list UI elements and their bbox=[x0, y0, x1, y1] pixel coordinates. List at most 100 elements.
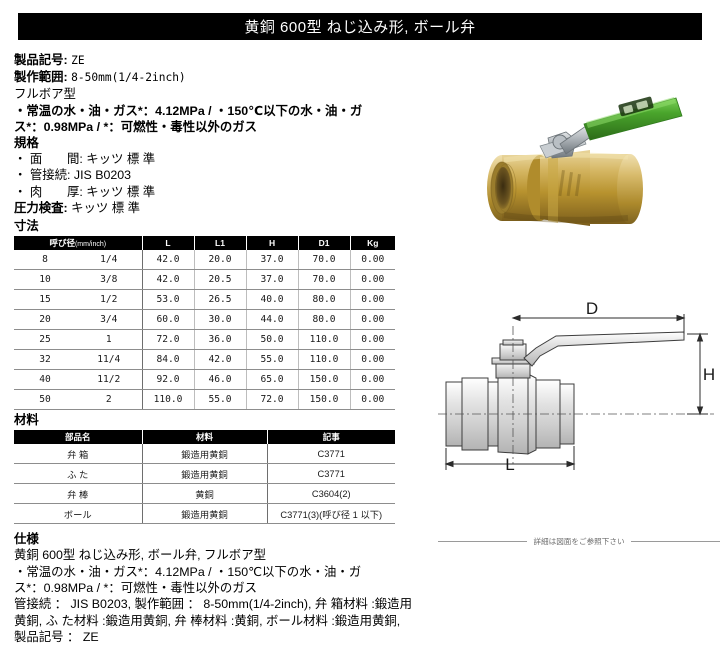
cell-l1: 20.5 bbox=[194, 269, 247, 291]
cell-l: 72.0 bbox=[142, 329, 195, 351]
cell-nominal-inch: 1 bbox=[76, 329, 143, 351]
cell-kg: 0.00 bbox=[350, 289, 396, 311]
cell-l1: 26.5 bbox=[194, 289, 247, 311]
production-range-value: 8-50mm(1/4-2inch) bbox=[71, 71, 186, 85]
cell-h: 37.0 bbox=[246, 250, 299, 271]
cell-d1: 150.0 bbox=[298, 389, 351, 411]
cell-d1: 150.0 bbox=[298, 369, 351, 391]
cell-part-name: 弁 棒 bbox=[14, 483, 143, 505]
cell-d1: 70.0 bbox=[298, 250, 351, 271]
cell-d1: 70.0 bbox=[298, 269, 351, 291]
col-header-remarks: 記事 bbox=[266, 430, 395, 445]
cell-kg: 0.00 bbox=[350, 329, 396, 351]
cell-nominal-inch: 1/4 bbox=[76, 250, 143, 271]
standards-item-face-to-face: ・ 面 間: キッツ 標 準 bbox=[14, 152, 156, 167]
cell-nominal-mm: 10 bbox=[14, 269, 76, 291]
cell-remarks: C3604(2) bbox=[267, 483, 395, 505]
dimensions-title: 寸法 bbox=[14, 219, 39, 234]
cell-kg: 0.00 bbox=[350, 269, 396, 291]
cell-nominal-mm: 8 bbox=[14, 250, 76, 271]
cell-nominal-mm: 32 bbox=[14, 349, 76, 371]
cell-l: 60.0 bbox=[142, 309, 195, 331]
specification-line: 管接続 ： JIS B0203, 製作範囲 ： 8-50mm(1/4-2inch… bbox=[14, 597, 412, 612]
specification-line: 黄銅 600型 ねじ込み形, ボール弁, フルボア型 bbox=[14, 548, 266, 563]
cell-h: 50.0 bbox=[246, 329, 299, 351]
cell-material: 鍛造用黄銅 bbox=[142, 444, 268, 465]
left-column: 製品記号: ZE 製作範囲: 8-50mm(1/4-2inch) フルボア型 ・… bbox=[14, 52, 414, 525]
cell-material: 鍛造用黄銅 bbox=[142, 503, 268, 525]
cell-material: 黄銅 bbox=[142, 483, 268, 505]
cell-nominal-mm: 15 bbox=[14, 289, 76, 311]
cell-part-name: 弁 箱 bbox=[14, 444, 143, 465]
col-header-h: H bbox=[245, 236, 299, 251]
pressure-test-label: 圧力検査: bbox=[14, 200, 68, 215]
col-header-l: L bbox=[141, 236, 195, 251]
specification-block: 仕様 黄銅 600型 ねじ込み形, ボール弁, フルボア型・常温の水・油・ガス*… bbox=[14, 531, 484, 646]
product-photo bbox=[440, 60, 715, 240]
cell-l: 42.0 bbox=[142, 269, 195, 291]
product-code-value: ZE bbox=[71, 54, 85, 67]
cell-nominal-mm: 40 bbox=[14, 369, 76, 391]
dimension-label-h: H bbox=[703, 365, 715, 384]
col-header-nominal: 呼び径(mm/inch) bbox=[14, 236, 143, 251]
cell-nominal-inch: 3/4 bbox=[76, 309, 143, 331]
page-title-bar: 黄銅 600型 ねじ込み形, ボール弁 bbox=[18, 13, 702, 40]
pressure-line-2: ス*：0.98MPa / *：可燃性・毒性以外のガス bbox=[14, 119, 258, 134]
standards-item-pipe-connection: ・ 管接続: JIS B0203 bbox=[14, 168, 132, 183]
cell-nominal-mm: 50 bbox=[14, 389, 76, 411]
cell-nominal-inch: 11/2 bbox=[76, 369, 143, 391]
materials-header-row: 部品名 材料 記事 bbox=[14, 430, 395, 445]
col-header-d1: D1 bbox=[297, 236, 351, 251]
product-code-line: 製品記号: ZE bbox=[14, 52, 414, 69]
cell-l1: 30.0 bbox=[194, 309, 247, 331]
dimension-l bbox=[444, 446, 576, 470]
specification-line: ス*：0.98MPa / *：可燃性・毒性以外のガス bbox=[14, 581, 258, 596]
cell-nominal-inch: 1/2 bbox=[76, 289, 143, 311]
dimension-d bbox=[511, 314, 686, 334]
pressure-line-1: ・常温の水・油・ガス*：4.12MPa / ・150℃以下の水・油・ガ bbox=[14, 103, 363, 118]
cell-l1: 46.0 bbox=[194, 369, 247, 391]
col-header-l1: L1 bbox=[193, 236, 247, 251]
cell-l1: 42.0 bbox=[194, 349, 247, 371]
cell-material: 鍛造用黄銅 bbox=[142, 463, 268, 485]
cell-nominal-inch: 11/4 bbox=[76, 349, 143, 371]
cell-h: 40.0 bbox=[246, 289, 299, 311]
cell-l1: 36.0 bbox=[194, 329, 247, 351]
cell-h: 37.0 bbox=[246, 269, 299, 291]
valve-handle-photo bbox=[559, 96, 683, 155]
cell-l: 92.0 bbox=[142, 369, 195, 391]
drawing-note: 詳細は図面をご参照下さい bbox=[438, 536, 720, 547]
col-header-part-name: 部品名 bbox=[14, 430, 142, 445]
cell-kg: 0.00 bbox=[350, 369, 396, 391]
product-code-label: 製品記号: bbox=[14, 53, 68, 67]
cell-remarks: C3771(3)(呼び径 1 以下) bbox=[267, 503, 395, 525]
cell-l: 84.0 bbox=[142, 349, 195, 371]
cell-kg: 0.00 bbox=[350, 389, 396, 411]
specification-line: ・常温の水・油・ガス*：4.12MPa / ・150℃以下の水・油・ガ bbox=[14, 564, 362, 579]
cell-l1: 20.0 bbox=[194, 250, 247, 271]
cell-nominal-inch: 2 bbox=[76, 389, 143, 411]
cell-nominal-inch: 3/8 bbox=[76, 269, 143, 291]
dimension-drawing: D H L bbox=[432, 296, 720, 481]
standards-heading: 規格 bbox=[14, 136, 39, 151]
cell-nominal-mm: 20 bbox=[14, 309, 76, 331]
bore-type: フルボア型 bbox=[14, 87, 76, 102]
valve-body-photo bbox=[487, 150, 643, 226]
cell-kg: 0.00 bbox=[350, 349, 396, 371]
pressure-test-value: キッツ 標 準 bbox=[71, 200, 140, 215]
production-range-line: 製作範囲: 8-50mm(1/4-2inch) bbox=[14, 69, 414, 86]
note-rule-left bbox=[438, 541, 528, 542]
specification-line: 製品記号 ： ZE bbox=[14, 630, 99, 645]
cell-d1: 80.0 bbox=[298, 289, 351, 311]
dimensions-header-row: 呼び径(mm/inch) L L1 H D1 Kg bbox=[14, 236, 396, 251]
